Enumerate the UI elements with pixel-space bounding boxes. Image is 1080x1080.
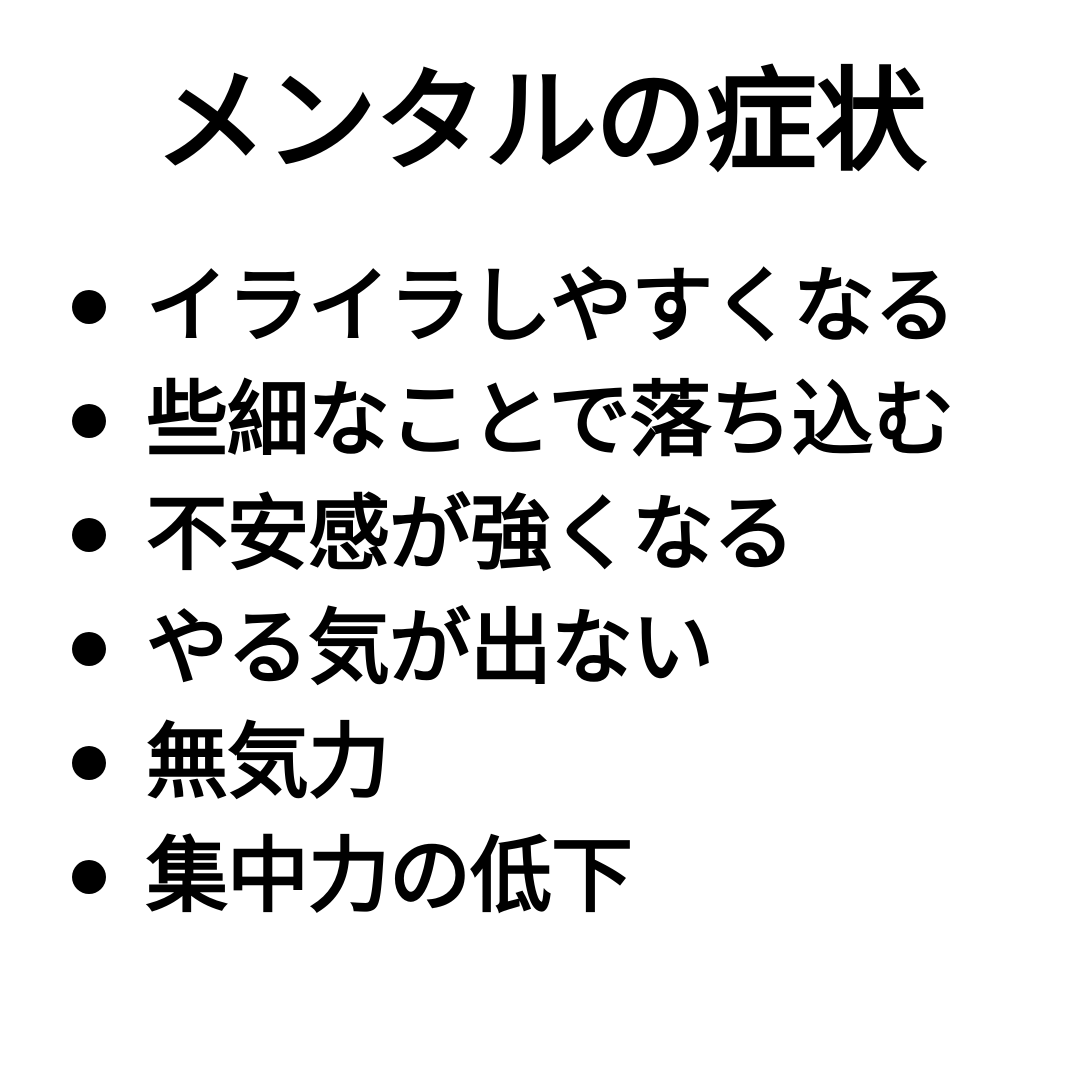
list-item: 不安感が強くなる (70, 478, 955, 592)
list-item: 無気力 (70, 706, 955, 820)
list-item: 集中力の低下 (70, 820, 955, 934)
bullet-icon (72, 518, 106, 552)
list-item: 些細なことで落ち込む (70, 364, 955, 478)
list-item-label: 些細なことで落ち込む (146, 373, 955, 468)
list-item-label: 不安感が強くなる (146, 487, 795, 582)
list-item-label: イライラしやすくなる (146, 259, 956, 354)
list-item-label: やる気が出ない (146, 601, 714, 696)
list-item: やる気が出ない (70, 592, 955, 706)
list-item-label: 無気力 (146, 715, 390, 810)
bullet-icon (72, 632, 106, 666)
page-title: メンタルの症状 (155, 57, 927, 187)
bullet-icon (72, 860, 106, 894)
bullet-icon (72, 746, 106, 780)
symptom-list: イライラしやすくなる 些細なことで落ち込む 不安感が強くなる やる気が出ない 無… (70, 250, 956, 934)
bullet-icon (72, 290, 106, 324)
list-item-label: 集中力の低下 (146, 829, 633, 924)
list-item: イライラしやすくなる (70, 250, 956, 364)
bullet-icon (72, 404, 106, 438)
